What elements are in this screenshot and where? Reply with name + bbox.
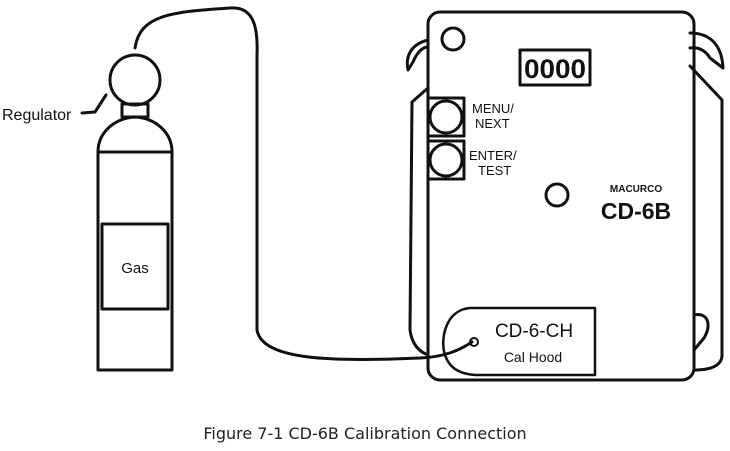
regulator xyxy=(108,53,162,107)
figure-caption: Figure 7-1 CD-6B Calibration Connection xyxy=(203,424,527,443)
mount-hole xyxy=(440,26,466,52)
menu-next-button-frame xyxy=(426,96,466,138)
enter-test-label-line1: ENTER/ xyxy=(469,148,517,163)
model-label: CD-6B xyxy=(601,198,671,224)
right-bracket xyxy=(688,31,725,70)
display-frame xyxy=(518,48,592,87)
gas-label: Gas xyxy=(121,260,149,277)
menu-next-label-line2: NEXT xyxy=(475,116,510,131)
enter-test-button[interactable] xyxy=(428,142,464,178)
gas-cylinder xyxy=(96,115,174,372)
menu-next-button[interactable] xyxy=(428,99,464,135)
indicator-hole xyxy=(544,182,570,208)
gas-hose xyxy=(133,6,474,362)
cal-hood-label: Cal Hood xyxy=(504,349,562,365)
enter-test-button-frame xyxy=(426,139,466,181)
brand-label: MACURCO xyxy=(610,184,662,195)
regulator-label: Regulator xyxy=(2,107,72,124)
cal-hood-model: CD-6-CH xyxy=(495,321,573,342)
right-clip xyxy=(692,313,710,352)
right-rail xyxy=(688,64,724,372)
left-rail xyxy=(408,86,430,357)
regulator-pointer xyxy=(80,93,108,115)
left-bracket xyxy=(405,38,430,72)
gas-label-box xyxy=(100,222,170,311)
device-body xyxy=(426,10,696,382)
display-readout: 0000 xyxy=(524,54,586,84)
cal-hood xyxy=(442,306,597,377)
cal-hood-inlet xyxy=(469,337,479,347)
enter-test-label-line2: TEST xyxy=(478,163,511,178)
menu-next-label-line1: MENU/ xyxy=(472,101,514,116)
